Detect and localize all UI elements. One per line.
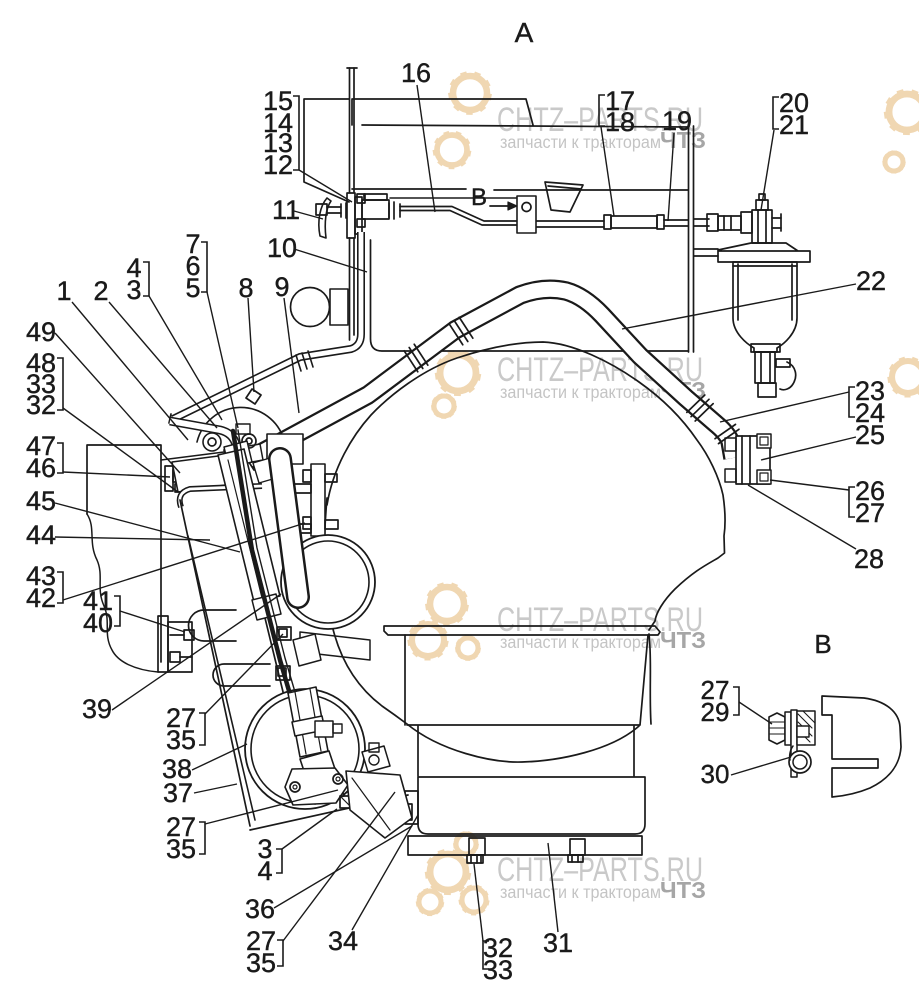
svg-text:32: 32 [26, 390, 56, 420]
svg-text:запчасти к тракторам: запчасти к тракторам [500, 632, 661, 652]
svg-text:запчасти к тракторам: запчасти к тракторам [500, 132, 661, 152]
svg-text:46: 46 [26, 453, 56, 483]
svg-text:44: 44 [26, 520, 56, 550]
svg-text:38: 38 [162, 754, 192, 784]
svg-text:27: 27 [166, 812, 196, 842]
svg-text:18: 18 [605, 107, 635, 137]
svg-text:40: 40 [83, 608, 113, 638]
svg-text:35: 35 [166, 834, 196, 864]
svg-text:30: 30 [701, 759, 730, 789]
svg-text:48: 48 [26, 348, 56, 378]
svg-text:28: 28 [854, 544, 884, 574]
svg-text:33: 33 [483, 955, 513, 985]
svg-text:25: 25 [855, 420, 885, 450]
svg-text:33: 33 [26, 369, 56, 399]
svg-text:2: 2 [93, 276, 108, 306]
svg-text:45: 45 [26, 486, 56, 516]
svg-text:20: 20 [779, 88, 809, 118]
svg-text:3: 3 [126, 275, 141, 305]
svg-text:12: 12 [263, 150, 293, 180]
svg-text:ЧТЗ: ЧТЗ [660, 127, 706, 153]
svg-text:47: 47 [26, 431, 56, 461]
svg-text:26: 26 [855, 476, 885, 506]
svg-text:4: 4 [257, 856, 272, 886]
svg-text:19: 19 [662, 106, 692, 136]
svg-text:B: B [471, 184, 487, 211]
svg-text:10: 10 [267, 233, 297, 263]
svg-text:27: 27 [855, 498, 885, 528]
svg-text:36: 36 [245, 894, 275, 924]
svg-text:4: 4 [126, 253, 141, 283]
svg-text:B: B [814, 629, 831, 659]
svg-text:39: 39 [82, 694, 112, 724]
svg-text:7: 7 [185, 229, 200, 259]
svg-text:21: 21 [779, 110, 809, 140]
svg-text:3: 3 [257, 834, 272, 864]
svg-text:27: 27 [701, 675, 730, 705]
svg-text:43: 43 [26, 561, 56, 591]
svg-text:14: 14 [263, 108, 293, 138]
svg-text:22: 22 [856, 266, 886, 296]
svg-text:CHTZ–PARTS.RU: CHTZ–PARTS.RU [497, 851, 703, 889]
svg-text:15: 15 [263, 86, 293, 116]
svg-text:37: 37 [163, 778, 193, 808]
svg-text:6: 6 [185, 251, 200, 281]
svg-text:24: 24 [855, 398, 885, 428]
svg-text:34: 34 [328, 926, 358, 956]
svg-text:23: 23 [855, 376, 885, 406]
svg-text:35: 35 [166, 725, 196, 755]
svg-text:41: 41 [83, 586, 113, 616]
svg-text:16: 16 [401, 58, 431, 88]
svg-text:35: 35 [246, 948, 276, 978]
svg-text:9: 9 [274, 272, 289, 302]
svg-text:8: 8 [238, 273, 253, 303]
svg-text:11: 11 [272, 195, 300, 225]
svg-text:31: 31 [543, 928, 573, 958]
svg-text:ЧТЗ: ЧТЗ [660, 627, 706, 653]
svg-text:42: 42 [26, 583, 56, 613]
svg-text:27: 27 [246, 926, 276, 956]
svg-text:17: 17 [605, 86, 635, 116]
svg-text:запчасти к тракторам: запчасти к тракторам [500, 882, 661, 902]
svg-text:27: 27 [166, 703, 196, 733]
svg-text:1: 1 [56, 276, 71, 306]
svg-text:29: 29 [701, 697, 730, 727]
svg-text:32: 32 [483, 933, 513, 963]
svg-text:5: 5 [185, 273, 200, 303]
svg-text:13: 13 [263, 128, 293, 158]
svg-text:CHTZ–PARTS.RU: CHTZ–PARTS.RU [497, 601, 703, 639]
svg-text:49: 49 [26, 317, 56, 347]
svg-text:ЧТЗ: ЧТЗ [660, 877, 706, 903]
svg-text:A: A [515, 17, 534, 48]
svg-text:запчасти к тракторам: запчасти к тракторам [500, 382, 661, 402]
